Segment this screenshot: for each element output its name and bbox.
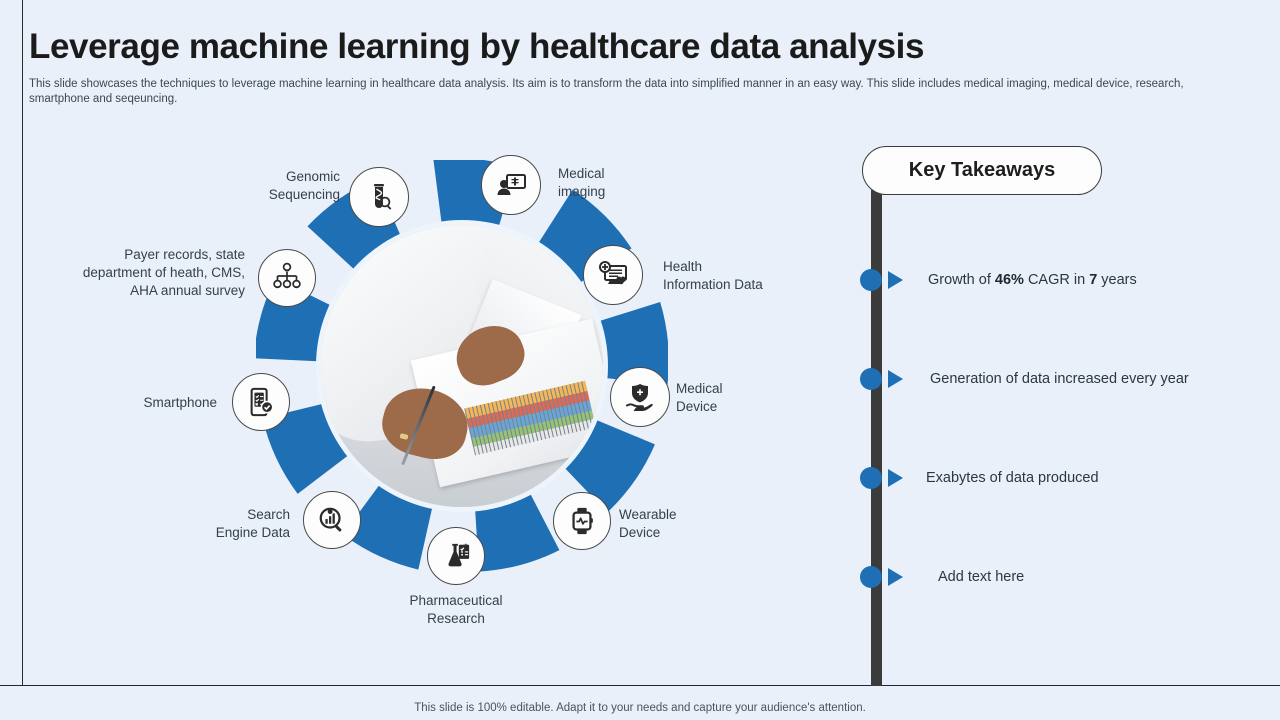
page-title: Leverage machine learning by healthcare … [29,27,925,66]
timeline-dot [860,566,882,588]
org-hierarchy-icon [271,262,303,294]
node-medical-device[interactable] [610,367,670,427]
label-wearable-device: Wearable Device [619,507,677,540]
node-wearable-device[interactable] [553,492,611,550]
node-medical-imaging[interactable] [481,155,541,215]
magnifier-bar-chart-icon [317,505,347,535]
smartwatch-pulse-icon [567,506,597,536]
takeaway-text: Exabytes of data produced [926,470,1099,486]
takeaway-text: Generation of data increased every year [930,371,1189,387]
takeaways-timeline-bar [871,190,882,686]
node-health-information[interactable] [583,245,643,305]
label-payer-records: Payer records, state department of heath… [82,247,245,298]
arrow-right-icon [888,370,903,388]
phone-checklist-icon [246,387,276,417]
label-genomic-sequencing: Genomic Sequencing [268,169,340,202]
left-border-rule [22,0,23,686]
hand-shield-heart-icon [624,381,656,413]
slide-footer-note: This slide is 100% editable. Adapt it to… [414,702,866,714]
label-search-engine-data: Search Engine Data [215,507,290,540]
arrow-right-icon [888,271,903,289]
dna-test-tube-icon [363,181,395,213]
label-medical-imaging: Medical imaging [558,166,606,199]
takeaway-text: Growth of 46% CAGR in 7 years [928,272,1137,288]
node-payer-records[interactable] [258,249,316,307]
node-search-engine-data[interactable] [303,491,361,549]
flask-checklist-icon [441,541,471,571]
takeaway-text: Add text here [938,569,1025,585]
timeline-dot [860,368,882,390]
timeline-dot [860,269,882,291]
label-health-information: Health Information Data [663,259,763,292]
node-pharmaceutical-research[interactable] [427,527,485,585]
arrow-right-icon [888,568,903,586]
node-smartphone[interactable] [232,373,290,431]
arrow-right-icon [888,469,903,487]
label-medical-device: Medical Device [676,381,723,414]
node-genomic-sequencing[interactable] [349,167,409,227]
timeline-dot [860,467,882,489]
page-subtitle: This slide showcases the techniques to l… [29,78,1184,105]
label-smartphone: Smartphone [143,395,217,410]
center-photo [316,220,608,512]
bottom-border-rule [0,685,1280,686]
label-pharmaceutical-research: Pharmaceutical Research [409,593,503,626]
xray-scan-icon [495,169,527,201]
key-takeaways-heading: Key Takeaways [862,146,1102,195]
health-monitor-icon [597,259,629,291]
